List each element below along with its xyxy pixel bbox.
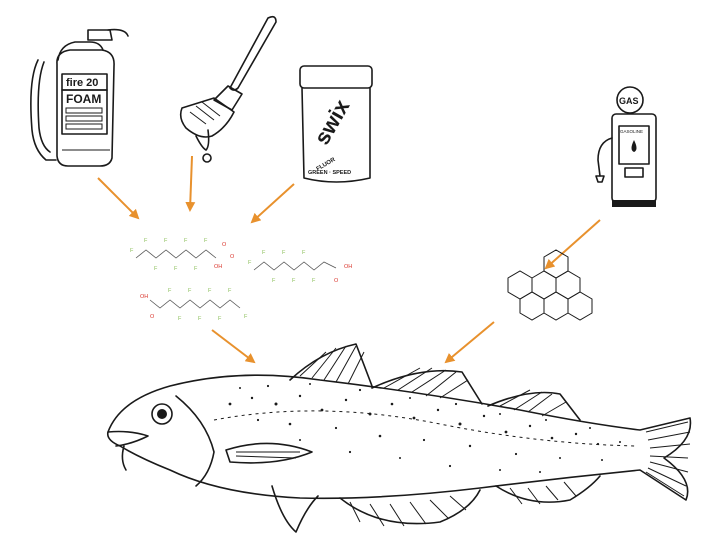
arrows (98, 156, 600, 362)
ski-wax-icon: swix FLUOR GREEN · SPEED (300, 66, 372, 182)
pfos-molecule-icon: F F F F F F F F O O OH (130, 238, 235, 272)
fluorine-atom-label: F (248, 260, 252, 266)
fluorine-atom-label: F (154, 266, 158, 272)
ski-wax-bottom-label: GREEN · SPEED (308, 170, 351, 176)
fluorine-atom-label: F (198, 316, 202, 322)
fluorine-atom-label: F (204, 238, 208, 244)
fire-extinguisher-icon: fire 20 FOAM (31, 30, 128, 166)
fuel-drop-icon (632, 140, 637, 152)
fluorine-atom-label: F (228, 288, 232, 294)
fluorine-atom-label: F (194, 266, 198, 272)
oxygen-group-label: O (150, 314, 155, 320)
fluorine-atom-label: F (208, 288, 212, 294)
fluorine-atom-label: F (302, 250, 306, 256)
arrow-skiwax-to-pfas (252, 184, 294, 222)
fluorine-atom-label: F (292, 278, 296, 284)
fluorine-atom-label: F (282, 250, 286, 256)
oxygen-group-label: O (230, 254, 235, 260)
arrow-paint-to-pfas (190, 156, 192, 210)
pah-molecule-icon (508, 250, 592, 320)
fluorine-atom-label: F (130, 248, 134, 254)
oxygen-group-label: OH (140, 294, 148, 300)
fluorine-atom-label: F (188, 288, 192, 294)
fluorine-atom-label: F (184, 238, 188, 244)
fluorine-atom-label: F (262, 250, 266, 256)
pfna-molecule-icon: OH O F F F F F F F F (140, 288, 248, 322)
pfoa-molecule-icon: F F F F F F F OH O (248, 250, 352, 284)
fluorine-atom-label: F (178, 316, 182, 322)
ski-wax-brand-label: swix (309, 94, 355, 148)
gas-pump-sign-label: GAS (619, 96, 639, 106)
gas-pump-panel-label: GASOLINE (620, 129, 643, 134)
arrow-pfas-to-fish (212, 330, 254, 362)
oxygen-group-label: OH (344, 264, 352, 270)
oxygen-group-label: OH (214, 264, 222, 270)
extinguisher-product-label: FOAM (66, 92, 101, 106)
extinguisher-brand-label: fire 20 (66, 77, 98, 89)
fluorine-atom-label: F (164, 238, 168, 244)
fluorine-atom-label: F (272, 278, 276, 284)
arrow-extinguisher-to-pfas (98, 178, 138, 218)
arrow-pah-to-fish (446, 322, 494, 362)
gas-pump-icon: GAS GASOLINE (596, 87, 656, 207)
fluorine-atom-label: F (174, 266, 178, 272)
cod-fish-icon (108, 344, 691, 532)
paintbrush-icon (181, 17, 276, 162)
arrow-gas-to-pah (546, 220, 600, 268)
fluorine-atom-label: F (312, 278, 316, 284)
fluorine-atom-label: F (218, 316, 222, 322)
fluorine-atom-label: F (168, 288, 172, 294)
oxygen-group-label: O (334, 278, 339, 284)
fluorine-atom-label: F (144, 238, 148, 244)
oxygen-group-label: O (222, 242, 227, 248)
fluorine-atom-label: F (244, 314, 248, 320)
